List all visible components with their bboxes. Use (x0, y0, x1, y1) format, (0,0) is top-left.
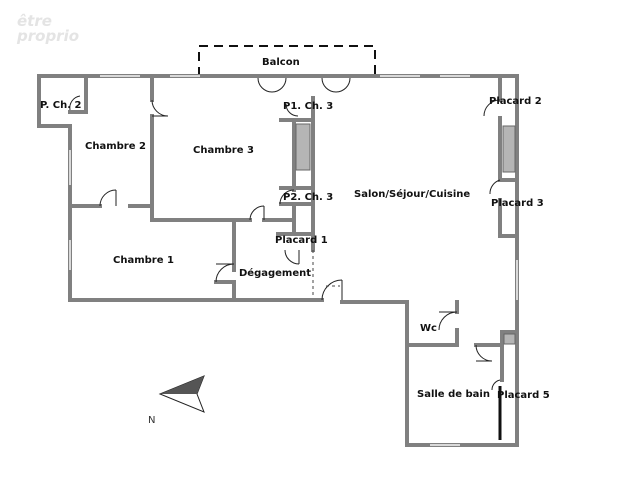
label-chambre-1: Chambre 1 (113, 255, 174, 266)
windows (69, 75, 518, 446)
walls (37, 74, 519, 447)
label-p1-ch-3: P1. Ch. 3 (283, 101, 333, 112)
compass-arrow-shade (160, 376, 204, 394)
closet-fills (295, 123, 516, 345)
room-labels: Balcon P. Ch. 2 Chambre 2 Chambre 3 P1. … (40, 57, 550, 401)
label-placard-1: Placard 1 (275, 235, 328, 246)
label-salle-de-bain: Salle de bain (417, 389, 490, 400)
label-wc: Wc (420, 323, 437, 334)
door-swings (69, 77, 501, 391)
watermark-line-2: proprio (17, 27, 80, 45)
label-salon-sejour-cuisine: Salon/Séjour/Cuisine (354, 188, 470, 200)
label-chambre-3: Chambre 3 (193, 145, 254, 156)
watermark-line-1: être (17, 12, 52, 30)
compass: N (148, 375, 205, 426)
label-placard-2: Placard 2 (489, 96, 542, 107)
label-p-ch-2: P. Ch. 2 (40, 100, 82, 111)
opening-lines (312, 250, 340, 298)
label-p2-ch-3: P2. Ch. 3 (283, 192, 333, 203)
watermark-logo: être proprio (17, 14, 79, 44)
compass-label: N (148, 415, 155, 426)
label-degagement: Dégagement (239, 267, 311, 279)
label-placard-5: Placard 5 (497, 390, 550, 401)
balcony-outline (198, 45, 376, 76)
label-placard-3: Placard 3 (491, 198, 544, 209)
label-chambre-2: Chambre 2 (85, 141, 146, 152)
label-balcon: Balcon (262, 57, 300, 68)
